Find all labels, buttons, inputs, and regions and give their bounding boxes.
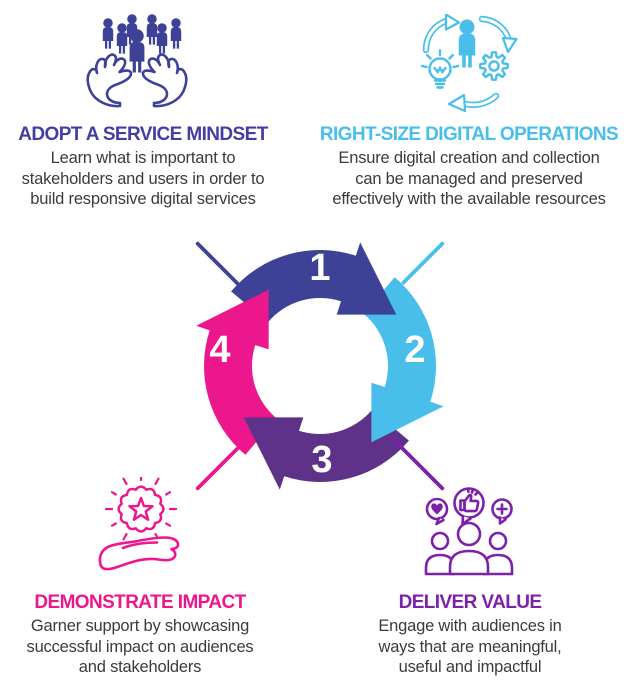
connector-line-bottom-left [195, 446, 240, 491]
ray [154, 477, 160, 486]
step-description: Ensure digital creation and collection c… [312, 148, 626, 210]
star-icon [128, 496, 154, 521]
badge-rays [104, 477, 178, 541]
step-title: ADOPT A SERVICE MINDSET [18, 124, 268, 145]
step-description-line: Engage with audiences in [378, 617, 562, 635]
cycle-step-number: 1 [309, 247, 330, 289]
thumbs-up-bubble-icon [453, 487, 485, 526]
heart-bubble-icon [425, 497, 449, 526]
step-description: Learn what is important to stakeholders … [0, 148, 286, 210]
cycle-segment-3 [243, 409, 409, 490]
audience-engagement-icon [424, 487, 514, 576]
step-description-line: stakeholders and users in order to [21, 169, 265, 188]
ray [110, 522, 117, 527]
step-description-line: useful and impactful [398, 658, 542, 676]
cycle-segment-2 [363, 277, 444, 443]
lightbulb-icon [420, 49, 460, 89]
person-silhouette [157, 23, 167, 33]
step-title: RIGHT-SIZE DIGITAL OPERATIONS [319, 124, 619, 145]
person-silhouette [458, 33, 476, 68]
step-description-line: Learn what is important to [50, 149, 236, 167]
plus-icon [496, 503, 508, 515]
person-silhouette [459, 19, 475, 35]
step-description-line: build responsive digital services [30, 190, 256, 208]
cycle-segment-4-arrowhead [196, 289, 269, 350]
cycle-step-number: 4 [209, 329, 230, 371]
person-silhouette [130, 29, 144, 43]
step-description: Garner support by showcasing successful … [0, 616, 280, 678]
connector-line-bottom-right [391, 437, 445, 491]
person-silhouette [116, 32, 128, 54]
people-in-hands-icon [86, 14, 188, 108]
step-description-line: successful impact on audiences [26, 637, 254, 656]
ray [164, 491, 172, 496]
step-description-line: ways that are meaningful, [378, 637, 562, 656]
step-description-line: can be managed and preserved [355, 169, 583, 188]
step-title: DEMONSTRATE IMPACT [34, 592, 246, 613]
audience-people-icon [424, 521, 514, 576]
gear-hole [488, 60, 500, 72]
digital-operations-cycle-icon [420, 14, 518, 113]
cycle-segment-1 [231, 242, 397, 323]
heart-icon [431, 503, 443, 515]
gear-icon [479, 51, 509, 81]
ray [110, 491, 117, 496]
person-silhouette [102, 27, 114, 49]
step-description-line: Garner support by showcasing [30, 617, 250, 635]
person-silhouette [146, 23, 158, 45]
person-silhouette [171, 18, 181, 28]
person-silhouette [147, 14, 157, 24]
step-description-line: Ensure digital creation and collection [338, 149, 600, 167]
step-description-line: and stakeholders [78, 658, 202, 676]
person-silhouette [103, 18, 113, 28]
person-silhouette [117, 23, 127, 33]
connector-line-top-right [401, 241, 445, 285]
ray [122, 532, 128, 541]
person-silhouette [129, 42, 145, 73]
person-silhouette [156, 32, 168, 54]
step-description: Engage with audiences in ways that are m… [320, 616, 620, 678]
person-silhouette [170, 27, 182, 49]
step-title: DELIVER VALUE [398, 592, 542, 613]
plus-bubble-icon [491, 498, 513, 525]
person-silhouette [127, 14, 137, 24]
cycle-step-number: 3 [311, 439, 332, 481]
connector-line-top-left [195, 241, 245, 291]
step-description-line: effectively with the available resources [332, 190, 606, 208]
star-in-hand-icon [98, 477, 180, 571]
cycle-step-number: 2 [404, 329, 425, 371]
thumbs-up-icon [459, 487, 480, 513]
ray [122, 477, 128, 486]
cycle-diagram: 1 2 3 4 [195, 241, 445, 491]
ray [164, 522, 172, 527]
